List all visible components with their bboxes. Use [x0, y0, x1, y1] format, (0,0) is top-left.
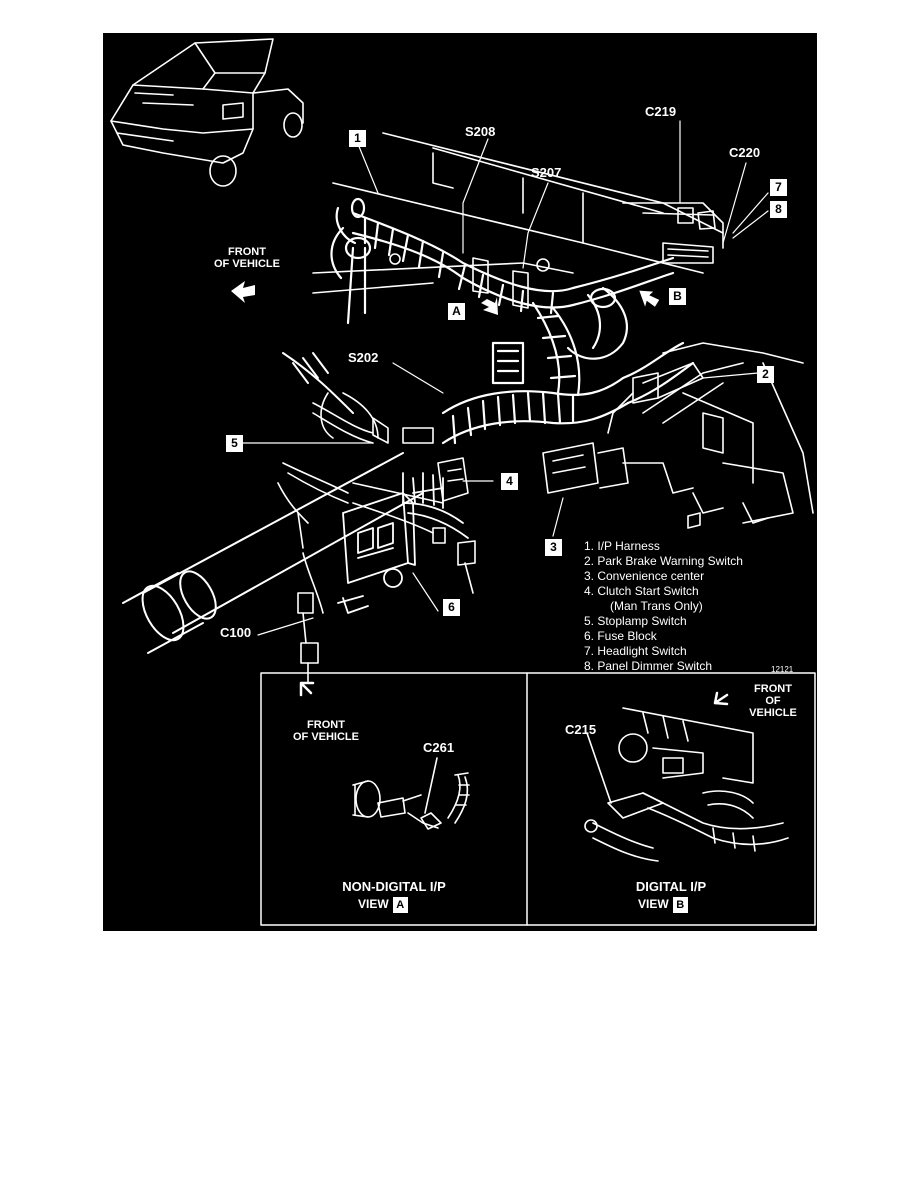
- view-b-front-line-3: VEHICLE: [749, 707, 797, 719]
- view-a-front-line-2: OF VEHICLE: [292, 731, 359, 743]
- callout-5: 5: [226, 435, 243, 452]
- harness-clips: [389, 253, 550, 309]
- view-b-letter-box: B: [672, 897, 688, 913]
- arrows: [231, 281, 660, 315]
- connector-label-c261: C261: [423, 740, 455, 755]
- legend-item: 5. Stoplamp Switch: [584, 614, 687, 628]
- view-a-art: [299, 681, 470, 830]
- callout-3: 3: [545, 539, 562, 556]
- legend-item: 8. Panel Dimmer Switch: [584, 659, 713, 673]
- view-a-word: VIEW: [358, 897, 389, 911]
- connector-label-c220: C220: [729, 145, 761, 160]
- legend-item: 3. Convenience center: [584, 569, 705, 583]
- view-b-front-label: FRONT OF VEHICLE: [735, 683, 811, 719]
- wiring-diagram: S208 S207 S202 C219 C220 C100 1 2 3 4 5 …: [103, 33, 817, 931]
- diagram-artwork: [110, 38, 816, 926]
- figure-code: 12121: [771, 665, 794, 674]
- legend-item: 6. Fuse Block: [584, 629, 657, 643]
- view-a-front-line-1: FRONT: [307, 719, 345, 731]
- dash-structure: [312, 132, 724, 294]
- view-a-letter-box: A: [392, 897, 408, 913]
- callout-4: 4: [501, 473, 518, 490]
- view-b-title: DIGITAL I/P: [635, 879, 707, 894]
- front-of-vehicle-label: FRONT OF VEHICLE: [201, 246, 293, 270]
- vehicle-illustration: [110, 38, 304, 187]
- view-b-front-line-2: OF: [765, 695, 781, 707]
- lower-wiring: [277, 392, 444, 684]
- splice-label-s208: S208: [465, 124, 496, 139]
- callout-6: 6: [443, 599, 460, 616]
- clutch-switch: [432, 457, 476, 594]
- splice-label-s202: S202: [348, 350, 379, 365]
- connector-label-c219: C219: [645, 104, 677, 119]
- front-label-line-2: OF VEHICLE: [213, 258, 280, 270]
- view-b-front-line-1: FRONT: [754, 683, 792, 695]
- callout-1: 1: [349, 130, 366, 147]
- view-b-art: [584, 691, 789, 862]
- leader-lines: [242, 120, 769, 636]
- callout-7: 7: [770, 179, 787, 196]
- legend-item: (Man Trans Only): [610, 599, 703, 613]
- callout-2: 2: [757, 366, 774, 383]
- callout-8: 8: [770, 201, 787, 218]
- front-label-line-1: FRONT: [228, 246, 266, 258]
- callout-view-b: B: [669, 288, 686, 305]
- convenience-center: [542, 342, 814, 529]
- inset-frame: [260, 672, 816, 926]
- legend-item: 1. I/P Harness: [584, 539, 660, 553]
- view-b-word: VIEW: [638, 897, 669, 911]
- connector-label-c100: C100: [220, 625, 252, 640]
- callout-view-a: A: [448, 303, 465, 320]
- component-legend: 1. I/P Harness 2. Park Brake Warning Swi…: [584, 539, 743, 674]
- view-a-front-label: FRONT OF VEHICLE: [281, 719, 371, 743]
- legend-item: 2. Park Brake Warning Switch: [584, 554, 743, 568]
- legend-item: 7. Headlight Switch: [584, 644, 687, 658]
- upper-harness: [330, 197, 675, 360]
- view-a-title: NON-DIGITAL I/P: [342, 879, 446, 894]
- main-harness: [441, 301, 695, 445]
- legend-item: 4. Clutch Start Switch: [584, 584, 699, 598]
- splice-label-s207: S207: [531, 165, 562, 180]
- fuse-block: [337, 472, 469, 614]
- steering-column: [122, 352, 424, 654]
- connector-label-c215: C215: [565, 722, 597, 737]
